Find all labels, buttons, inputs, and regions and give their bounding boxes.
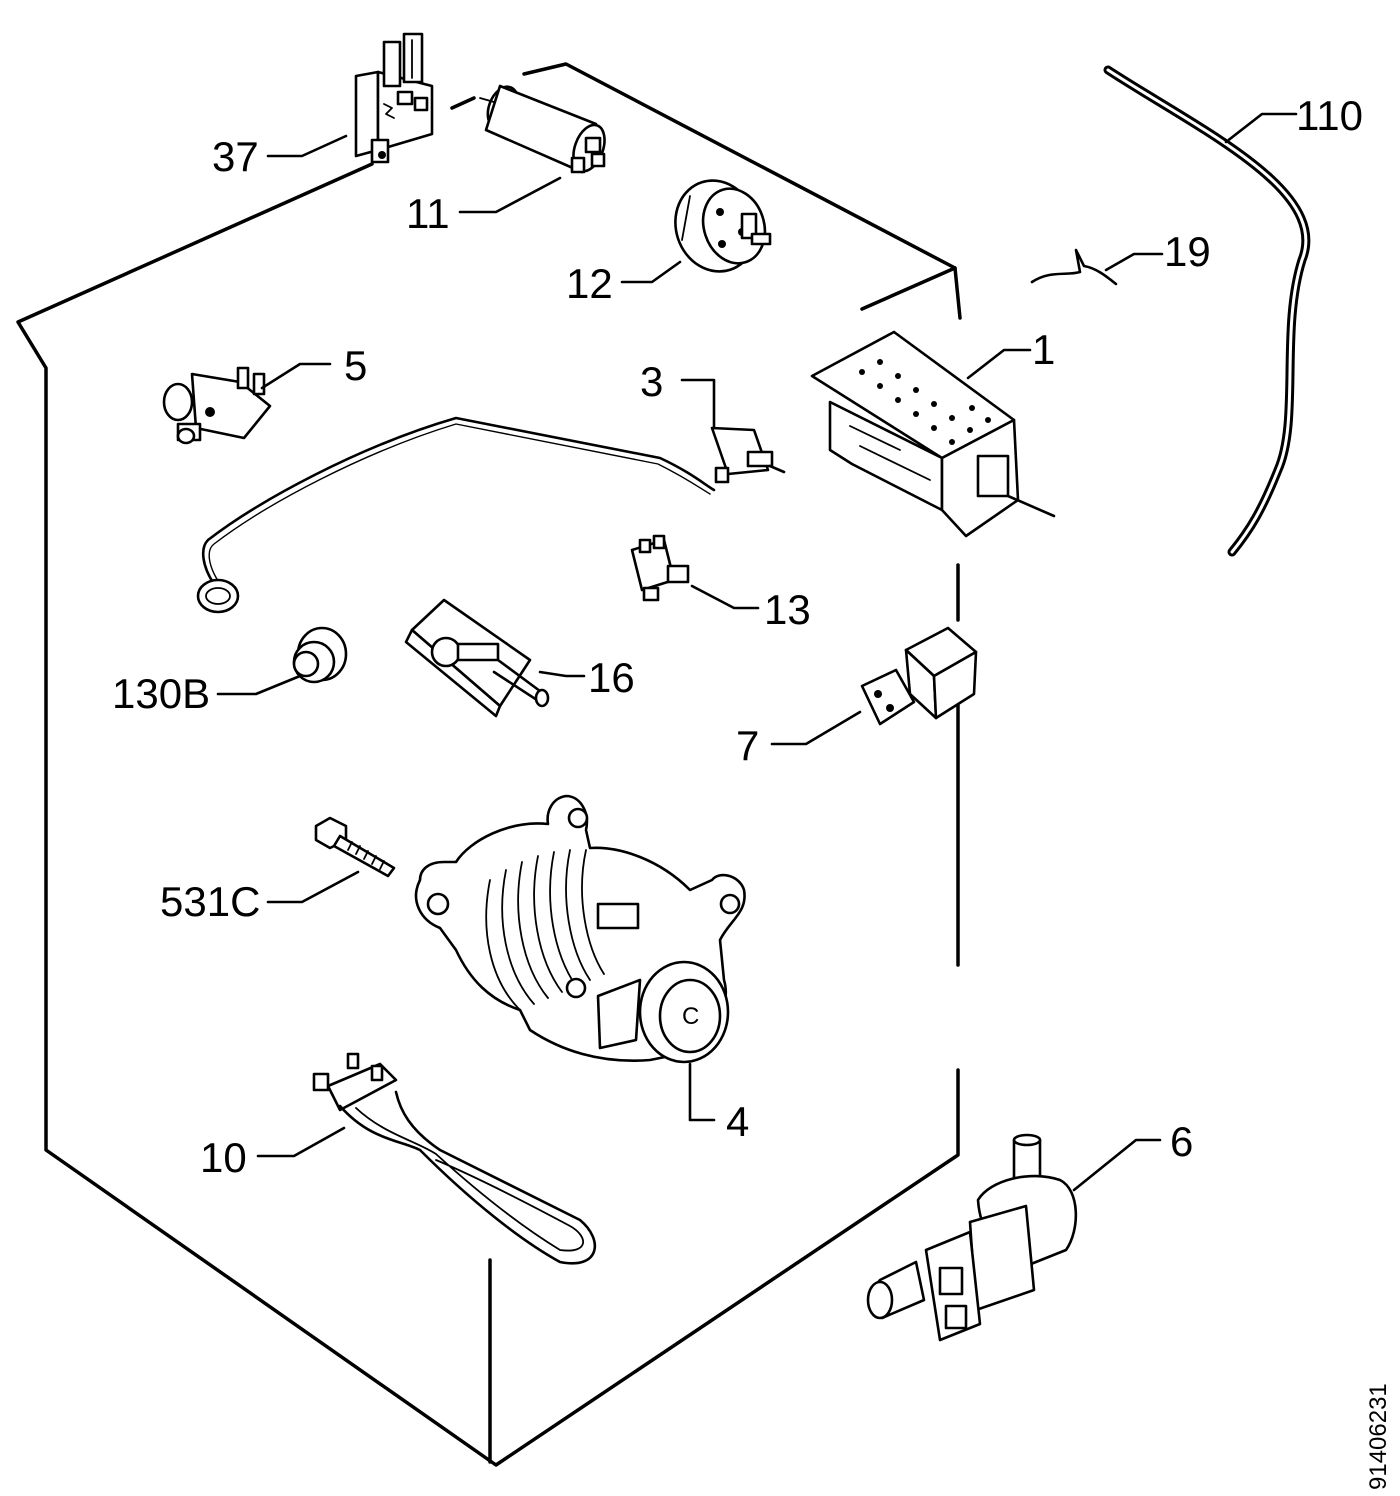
leader-line-16 [538,670,586,678]
part-16-door-lock [404,598,550,718]
part-13-switch [630,534,690,602]
label-7: 7 [736,722,759,769]
cabinet-outline [16,62,962,1467]
leader-line-12 [620,260,682,284]
leader-line-13 [690,584,760,610]
label-37: 37 [212,133,259,180]
label-1: 1 [1032,326,1055,373]
label-6: 6 [1170,1118,1193,1165]
label-10: 10 [200,1134,247,1181]
label-13: 13 [764,586,811,633]
label-19: 19 [1164,228,1211,275]
label-130b: 130B [112,670,210,717]
leader-line-7 [770,710,862,746]
part-12-pressure-switch [674,179,772,273]
leader-line-10 [256,1126,346,1158]
part-7-module [860,626,978,726]
leader-line-1 [966,348,1032,380]
label-110: 110 [1296,92,1363,139]
label-11: 11 [406,190,450,237]
part-4-motor: C [414,794,746,1064]
part-37-interference-filter [354,32,434,164]
leader-line-110 [1224,112,1298,144]
part-110-hose [1103,65,1311,557]
part-11-capacitor [479,84,606,174]
motor-shaft-mark: C [682,1003,699,1030]
part-130b-grommet [292,626,348,684]
leader-line-130b [216,674,302,696]
part-531c-screw [314,816,396,878]
leader-line-4 [688,1062,716,1122]
part-1-timer-module [810,330,1056,538]
part-3-thermostat [196,416,786,614]
leader-line-531c [266,870,360,904]
leader-line-3 [680,378,716,430]
part-5-inlet-valve [162,366,272,445]
leader-line-6 [1072,1138,1162,1192]
part-6-drain-pump [866,1133,1078,1342]
label-4: 4 [726,1098,749,1145]
leader-line-37 [266,134,348,158]
label-5: 5 [344,342,367,389]
part-10-heating-element [312,1052,596,1265]
leader-line-11 [458,176,562,214]
label-3: 3 [640,358,663,405]
leader-line-5 [260,362,332,390]
part-19-clip [1030,248,1118,286]
reference-code: 91406231 [1365,1383,1392,1490]
label-16: 16 [588,654,635,701]
hose-highlight [1106,68,1308,554]
label-12: 12 [566,260,613,307]
leader-line-19 [1104,252,1164,272]
label-531c: 531C [160,878,260,925]
